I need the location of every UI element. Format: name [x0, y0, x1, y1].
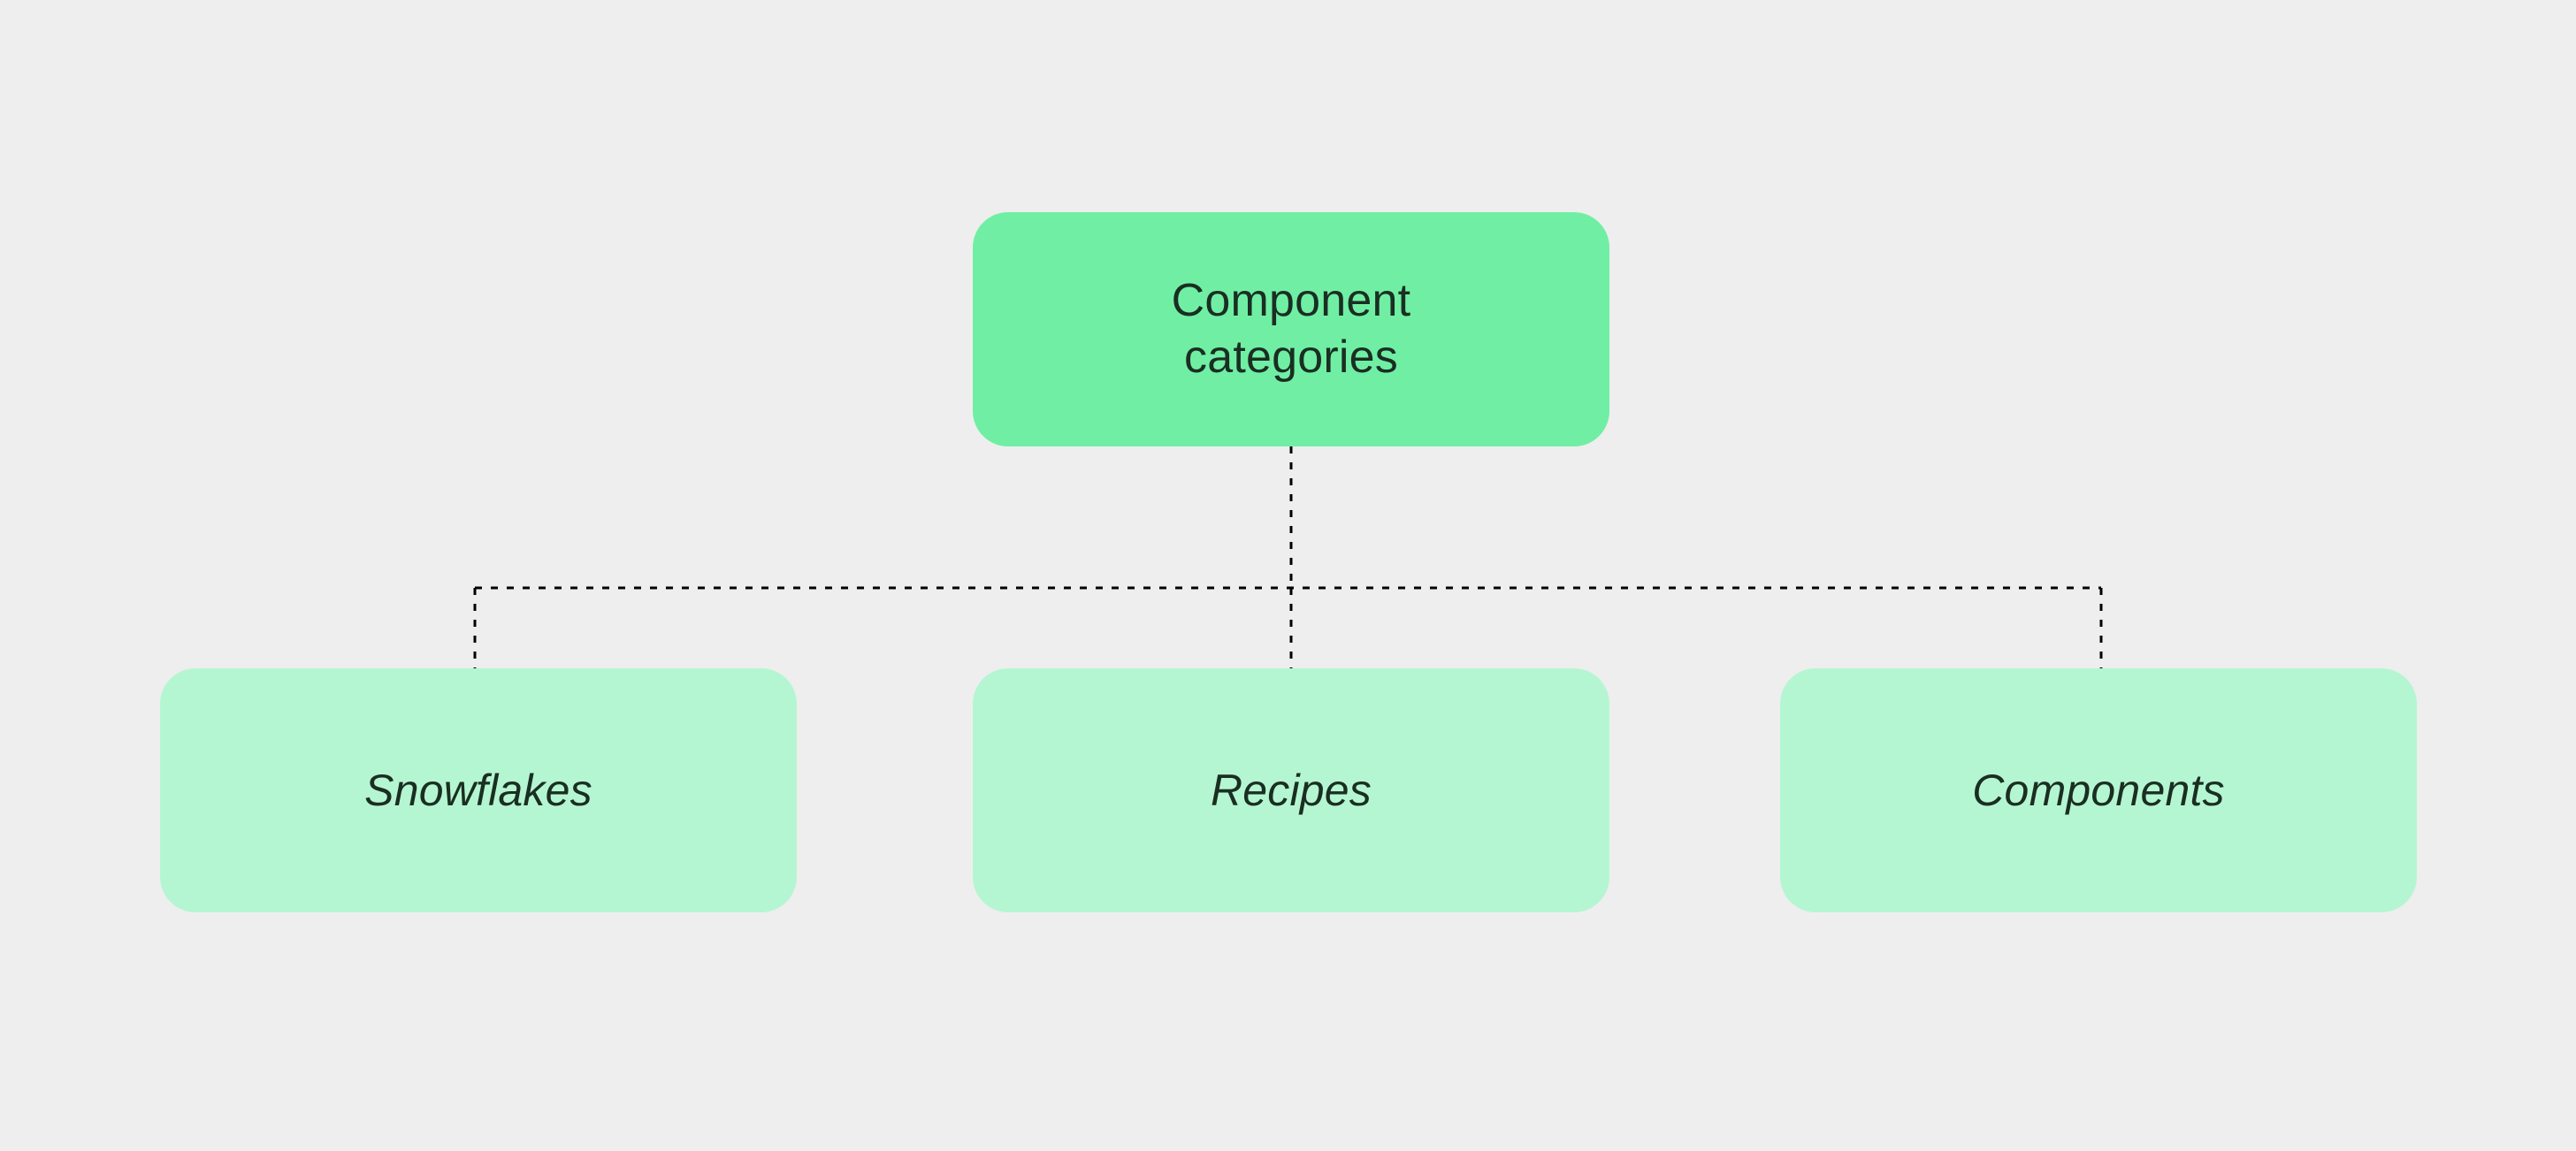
node-label-component-categories: Component categories — [1171, 275, 1411, 383]
node-label-recipes: Recipes — [1210, 766, 1372, 815]
node-recipes[interactable]: Recipes — [973, 668, 1609, 912]
node-components[interactable]: Components — [1780, 668, 2417, 912]
node-label-components: Components — [1972, 766, 2225, 815]
node-label-snowflakes: Snowflakes — [364, 766, 592, 815]
node-snowflakes[interactable]: Snowflakes — [160, 668, 797, 912]
node-component-categories[interactable]: Component categories — [973, 212, 1609, 446]
